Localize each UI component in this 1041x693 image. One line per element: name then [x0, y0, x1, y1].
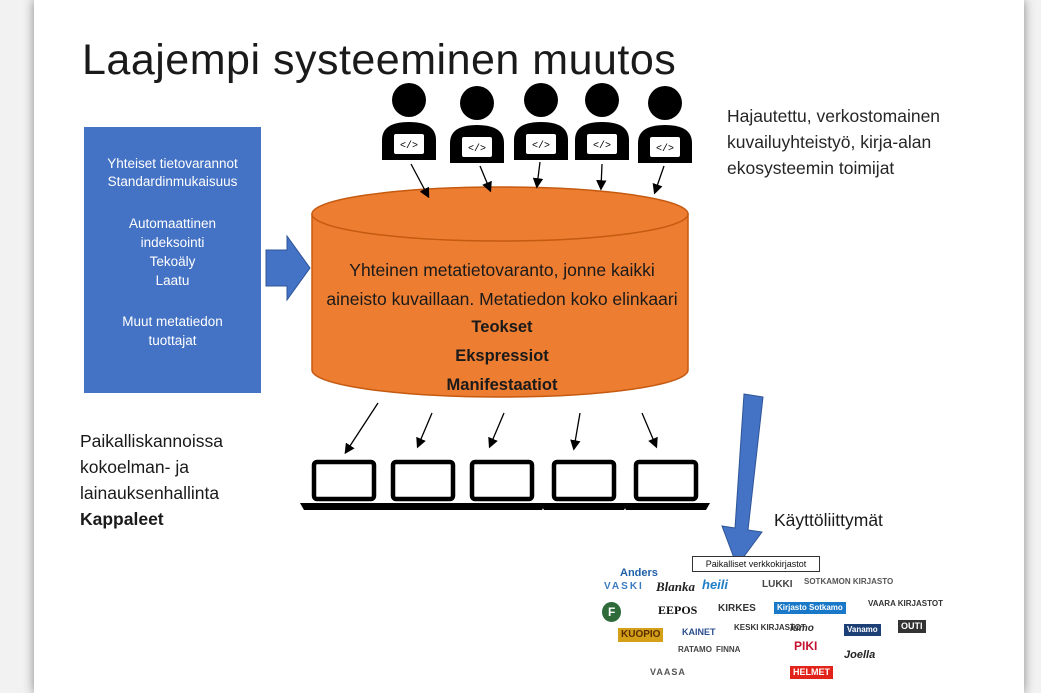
library-logo: RATAMO [678, 645, 712, 654]
text-line: Hajautettu, verkostomainen [727, 106, 941, 126]
library-logo: VASKI [604, 581, 644, 592]
laptop-icon [540, 459, 628, 510]
library-logo: KESKI KIRJASTOT [734, 623, 806, 632]
text-line: kokoelman- ja [80, 457, 189, 477]
person-coder-icon: </> [575, 83, 629, 160]
local-databases-text: Paikalliskannoissa kokoelman- ja lainauk… [80, 428, 223, 532]
arrow [410, 163, 430, 199]
library-logo: heili [702, 577, 729, 592]
arrow [641, 412, 658, 449]
text-line: ekosysteemin toimijat [727, 158, 895, 178]
arrow [488, 412, 505, 449]
svg-text:</>: </> [532, 140, 550, 152]
library-logo: SOTKAMON KIRJASTO [804, 577, 894, 586]
laptop-icon [379, 459, 467, 510]
laptop-icon [622, 459, 710, 510]
library-logo: Kirjasto Sotkamo [774, 602, 846, 614]
person-icons: </> </> </> </> [382, 83, 692, 163]
library-logo: F [602, 602, 622, 622]
text-line-bold: Kappaleet [80, 509, 164, 529]
library-logo: Blanka [656, 579, 696, 594]
arrow [596, 163, 607, 191]
blue-right-arrow [265, 234, 311, 302]
text-line: Paikalliskannoissa [80, 431, 223, 451]
svg-text:</>: </> [656, 143, 674, 155]
library-logo: KIRKES [718, 603, 756, 614]
library-logo: lumo [790, 623, 814, 634]
person-coder-icon: </> [638, 86, 692, 163]
info-line: Tekoäly [149, 254, 196, 269]
library-logo: Vanamo [844, 624, 881, 636]
laptop-icon [300, 459, 388, 510]
library-logo: VAASA [650, 667, 686, 677]
cylinder-bold-line: Ekspressiot [455, 347, 549, 365]
svg-text:</>: </> [468, 143, 486, 155]
text-line: lainauksenhallinta [80, 483, 220, 503]
info-line: Laatu [155, 273, 190, 288]
cylinder-text-line: Yhteinen metatietovaranto, jonne kaikki [349, 260, 655, 280]
library-logo: HELMET [790, 666, 833, 679]
cylinder-bold-line: Teokset [471, 318, 533, 336]
arrow [652, 165, 665, 195]
library-logo: KUOPIO [618, 628, 664, 642]
library-logo: PIKI [794, 639, 818, 653]
cylinder-bold-line: Manifestaatiot [446, 376, 558, 394]
blue-down-arrow [721, 393, 764, 568]
library-logo: Anders [620, 567, 658, 579]
info-line: Muut metatiedon [122, 314, 223, 329]
library-logo: EEPOS [658, 603, 698, 617]
people-to-cylinder-arrows [410, 161, 665, 199]
info-line: Yhteiset tietovarannot [107, 156, 238, 171]
info-line: indeksointi [140, 235, 205, 250]
library-logo: Joella [844, 649, 876, 661]
person-coder-icon: </> [450, 86, 504, 163]
info-line: Standardinmukaisuus [107, 174, 238, 189]
svg-text:</>: </> [593, 140, 611, 152]
library-logo: LUKKI [762, 579, 793, 590]
arrow [344, 402, 379, 455]
local-web-libraries-banner: Paikalliset verkkokirjastot [692, 556, 820, 572]
laptop-icons [300, 459, 710, 510]
text-line: kuvailuyhteistyö, kirja-alan [727, 132, 932, 152]
library-logo: KAINET [682, 627, 716, 637]
info-line: tuottajat [148, 333, 197, 348]
user-interfaces-label: Käyttöliittymät [774, 510, 883, 530]
info-box-shared-resources: Yhteiset tietovarannot Standardinmukaisu… [84, 127, 261, 393]
arrow [479, 165, 492, 193]
library-logo: VAARA KIRJASTOT [868, 599, 943, 608]
network-description: Hajautettu, verkostomainen kuvailuyhteis… [727, 103, 987, 181]
library-logos-collage: Anders VASKI Blanka heili LUKKI SOTKAMON… [594, 548, 944, 688]
arrow [532, 161, 544, 189]
library-logo: FINNA [716, 645, 741, 654]
person-coder-icon: </> [514, 83, 568, 160]
cylinder-text-line: aineisto kuvaillaan. Metatiedon koko eli… [326, 289, 678, 309]
arrow [570, 412, 581, 451]
svg-text:</>: </> [400, 140, 418, 152]
person-coder-icon: </> [382, 83, 436, 160]
metadata-cylinder [311, 186, 689, 398]
cylinder-to-laptop-arrows [344, 402, 658, 455]
arrow [416, 412, 433, 449]
slide-title: Laajempi systeeminen muutos [82, 36, 677, 84]
laptop-icon [458, 459, 546, 510]
library-logo: OUTI [898, 620, 926, 633]
info-line: Automaattinen [128, 216, 217, 231]
